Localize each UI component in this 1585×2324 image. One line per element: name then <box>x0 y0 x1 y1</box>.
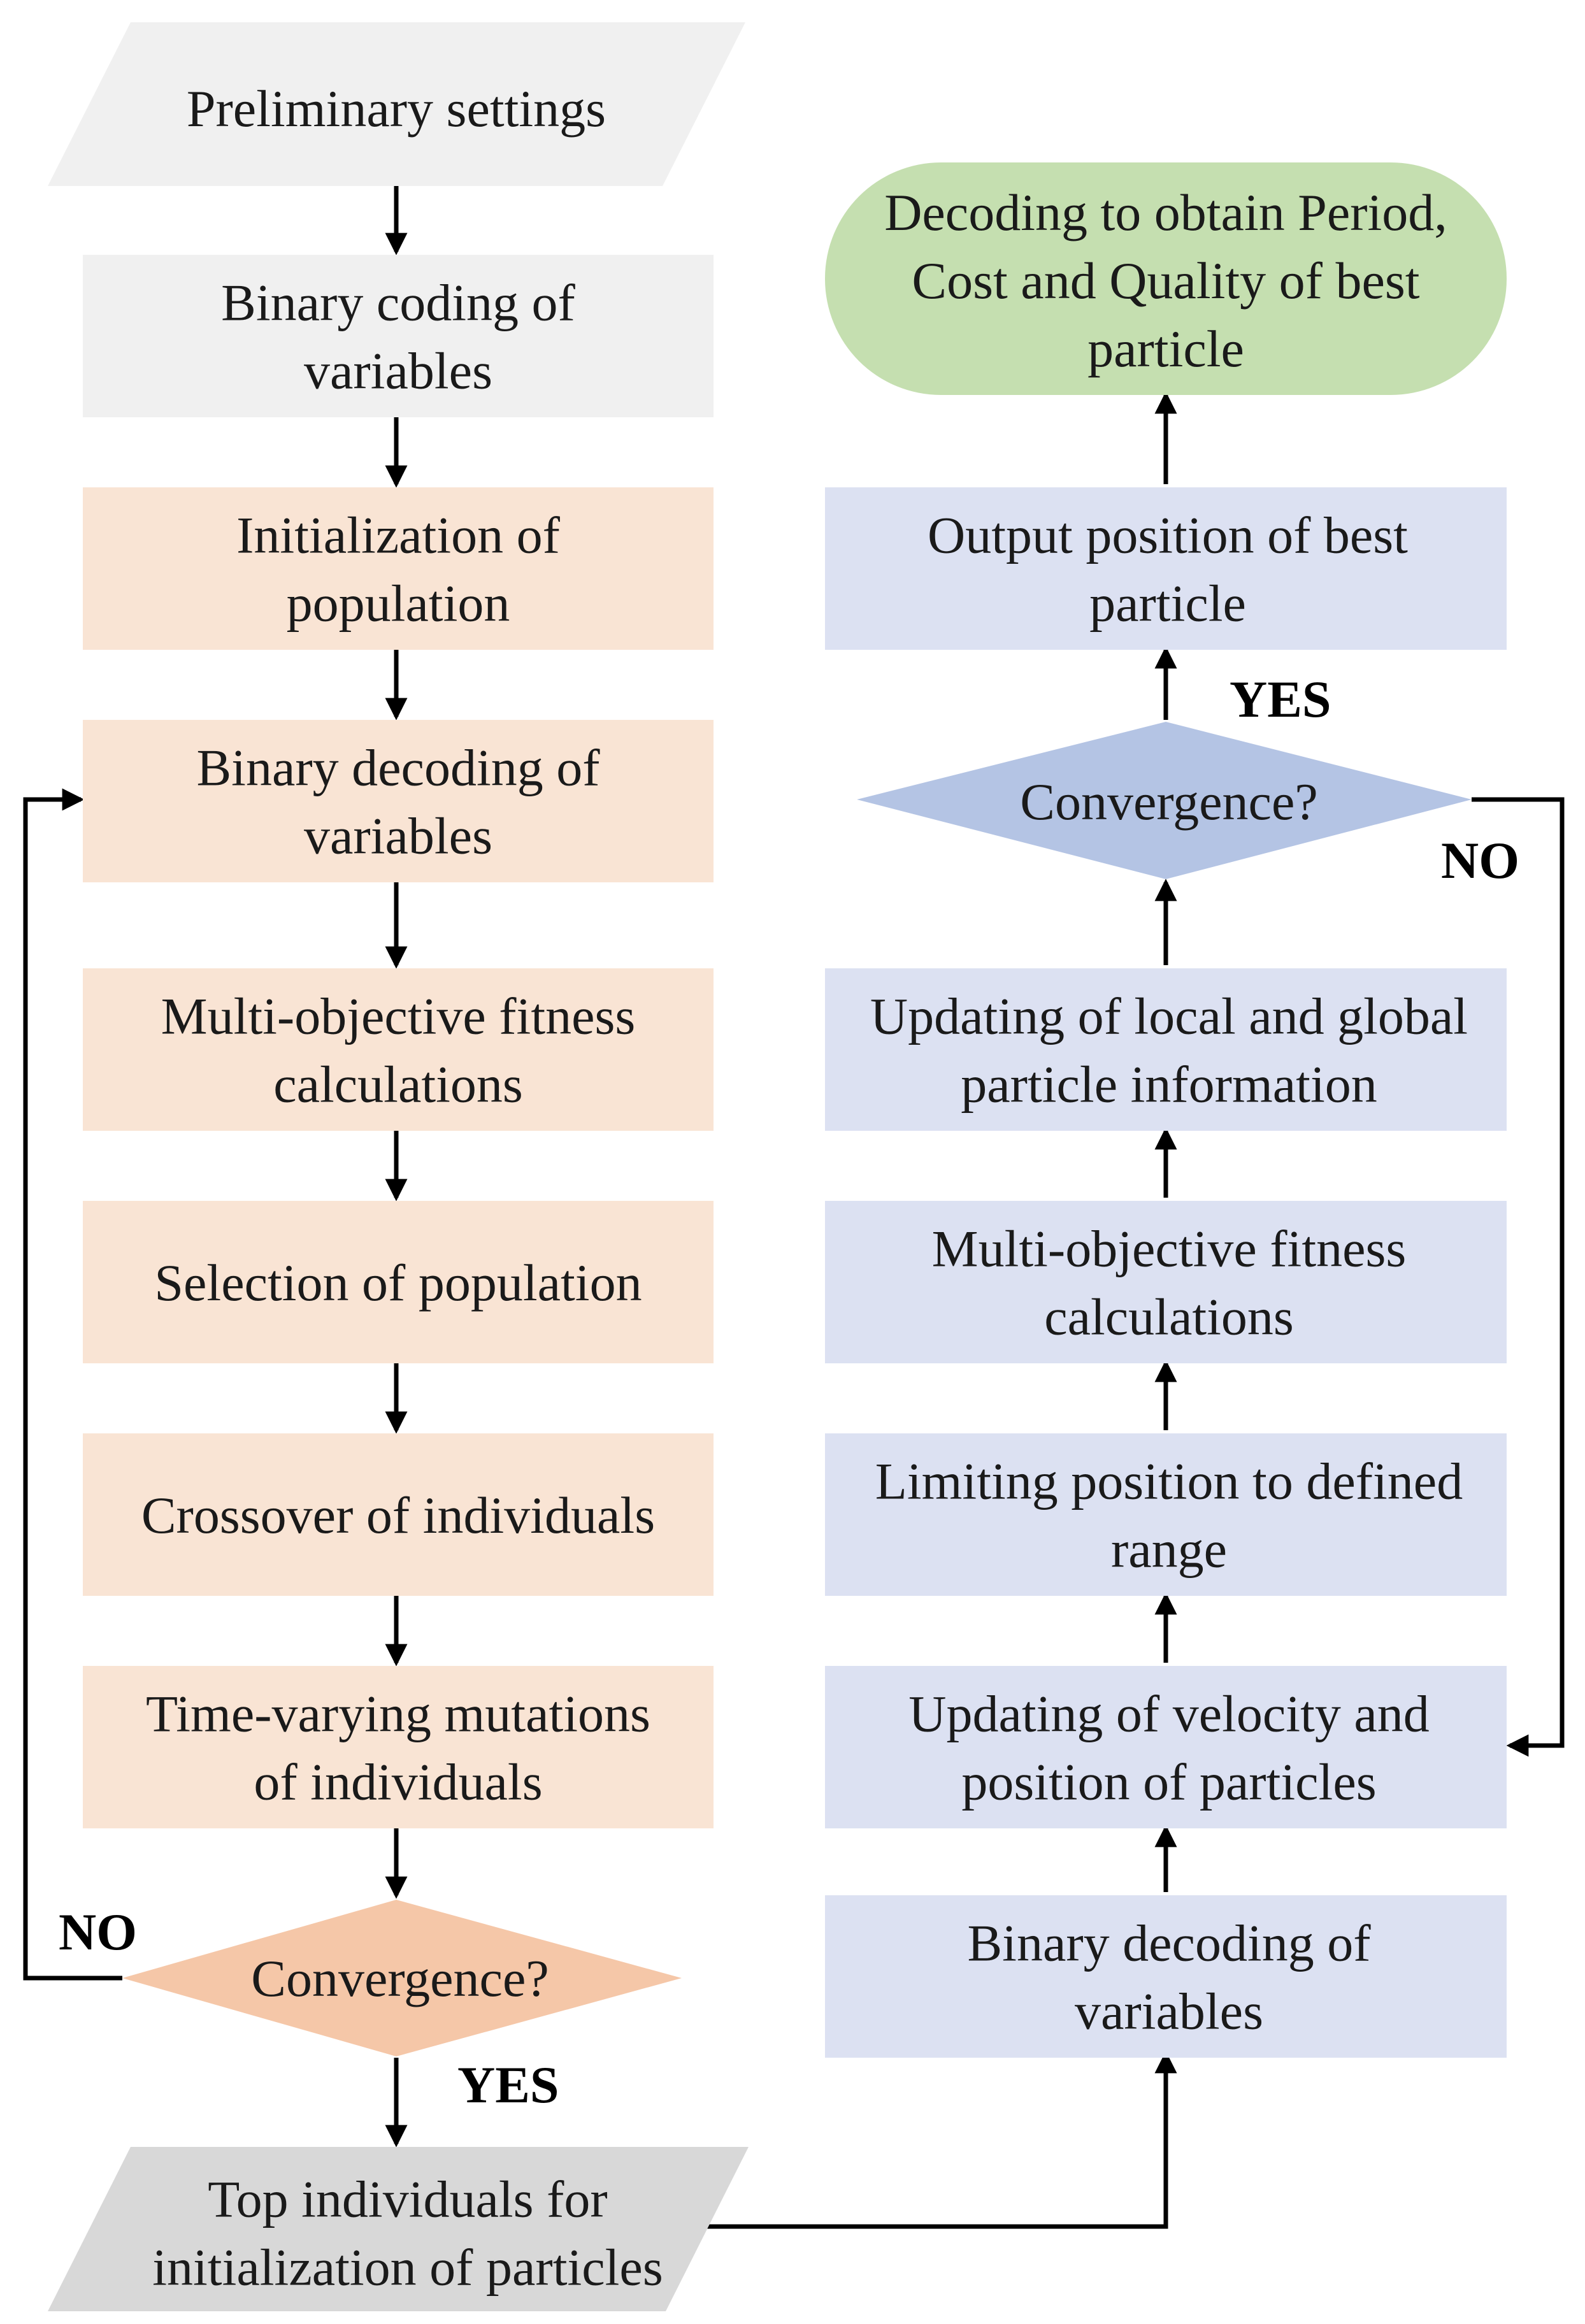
node-label-line: Crossover of individuals <box>141 1486 655 1544</box>
node-label-line: Convergence? <box>251 1949 549 2007</box>
node-label: Decoding to obtain Period, Cost and Quali… <box>884 183 1447 378</box>
node-label-line: Multi-objective fitness <box>932 1220 1407 1278</box>
node-binary-coding: Binary coding of variables <box>83 255 714 417</box>
node-label-line: Updating of velocity and <box>908 1685 1430 1743</box>
node-update-local-global: Updating of local and global particle inf… <box>825 968 1507 1131</box>
node-label: Multi-objective fitness calculations <box>932 1220 1407 1346</box>
node-label-line: position of particles <box>961 1753 1376 1811</box>
node-label-line: Cost and Quality of best <box>912 252 1419 310</box>
ga-no-label: NO <box>59 1903 137 1961</box>
node-label-line: population <box>287 575 510 633</box>
node-decoding-result: Decoding to obtain Period, Cost and Quali… <box>825 162 1507 395</box>
node-ga-convergence-decision: Convergence? <box>122 1900 682 2056</box>
node-label-line: particle information <box>961 1056 1377 1114</box>
node-label: Top individuals for initialization of par… <box>152 2170 663 2297</box>
node-preliminary-settings: Preliminary settings <box>48 22 745 186</box>
node-label-line: Multi-objective fitness <box>161 987 636 1045</box>
edge-top-individuals-to-pso-decoding <box>701 2051 1177 2229</box>
node-label-line: Limiting position to defined <box>875 1452 1463 1510</box>
pso-no-label: NO <box>1441 831 1519 889</box>
node-label-line: Output position of best <box>928 506 1408 564</box>
node-label-line: Updating of local and global <box>870 987 1468 1045</box>
node-label: Binary decoding of variables <box>196 739 600 865</box>
node-label: Output position of best particle <box>928 506 1408 633</box>
node-time-varying-mutations: Time-varying mutations of individuals <box>83 1666 714 1828</box>
node-ga-fitness-calculations: Multi-objective fitness calculations <box>83 968 714 1131</box>
node-label: Initialization of population <box>236 506 560 633</box>
node-label-line: Binary coding of <box>221 274 575 332</box>
node-selection-of-population: Selection of population <box>83 1201 714 1363</box>
node-label-line: initialization of particles <box>152 2239 663 2297</box>
node-update-velocity-position: Updating of velocity and position of part… <box>825 1666 1507 1828</box>
node-crossover-of-individuals: Crossover of individuals <box>83 1433 714 1596</box>
node-limiting-position: Limiting position to defined range <box>825 1433 1507 1596</box>
node-label-line: Binary decoding of <box>967 1914 1371 1972</box>
node-label: Convergence? <box>1020 773 1318 831</box>
node-top-individuals: Top individuals for initialization of par… <box>48 2147 749 2311</box>
node-label-line: particle <box>1087 320 1244 378</box>
node-initialization-of-population: Initialization of population <box>83 487 714 650</box>
node-label-line: calculations <box>1044 1288 1294 1346</box>
node-label-line: Selection of population <box>154 1254 642 1312</box>
edge-pso-convergence-no-loop <box>1472 797 1565 1757</box>
node-label-line: Preliminary settings <box>187 80 606 138</box>
node-label-line: variables <box>304 342 492 400</box>
node-label-line: variables <box>1075 1983 1263 2041</box>
node-label-line: Top individuals for <box>208 2170 607 2228</box>
ga-yes-label: YES <box>457 2056 559 2114</box>
node-label-line: calculations <box>273 1056 523 1114</box>
edge-ga-convergence-no-loop <box>23 788 122 1981</box>
edge-labels: NO YES NO YES <box>59 670 1519 2114</box>
node-label-line: of individuals <box>254 1753 542 1811</box>
node-label-line: variables <box>304 807 492 865</box>
nodes: Preliminary settings Binary coding of var… <box>48 22 1507 2311</box>
node-label-line: Initialization of <box>236 506 560 564</box>
node-label: Preliminary settings <box>187 80 606 138</box>
node-output-best-particle: Output position of best particle <box>825 487 1507 650</box>
node-pso-convergence-decision: Convergence? <box>857 722 1472 879</box>
edges <box>23 186 1565 2229</box>
node-label: Limiting position to defined range <box>875 1452 1463 1579</box>
node-label: Updating of local and global particle inf… <box>870 987 1468 1114</box>
node-label-line: range <box>1111 1521 1227 1579</box>
node-label-line: particle <box>1089 575 1246 633</box>
node-label: Convergence? <box>251 1949 549 2007</box>
node-label: Updating of velocity and position of part… <box>908 1685 1430 1811</box>
node-label: Time-varying mutations of individuals <box>146 1685 650 1811</box>
node-ga-binary-decoding: Binary decoding of variables <box>83 720 714 882</box>
pso-yes-label: YES <box>1230 670 1331 728</box>
node-label-line: Convergence? <box>1020 773 1318 831</box>
node-label-line: Time-varying mutations <box>146 1685 650 1743</box>
node-label: Selection of population <box>154 1254 642 1312</box>
node-pso-fitness-calculations: Multi-objective fitness calculations <box>825 1201 1507 1363</box>
node-label: Binary coding of variables <box>221 274 575 400</box>
node-pso-binary-decoding: Binary decoding of variables <box>825 1895 1507 2058</box>
node-label: Crossover of individuals <box>141 1486 655 1544</box>
node-label: Binary decoding of variables <box>967 1914 1371 2041</box>
node-label: Multi-objective fitness calculations <box>161 987 636 1114</box>
node-label-line: Decoding to obtain Period, <box>884 183 1447 241</box>
node-label-line: Binary decoding of <box>196 739 600 797</box>
